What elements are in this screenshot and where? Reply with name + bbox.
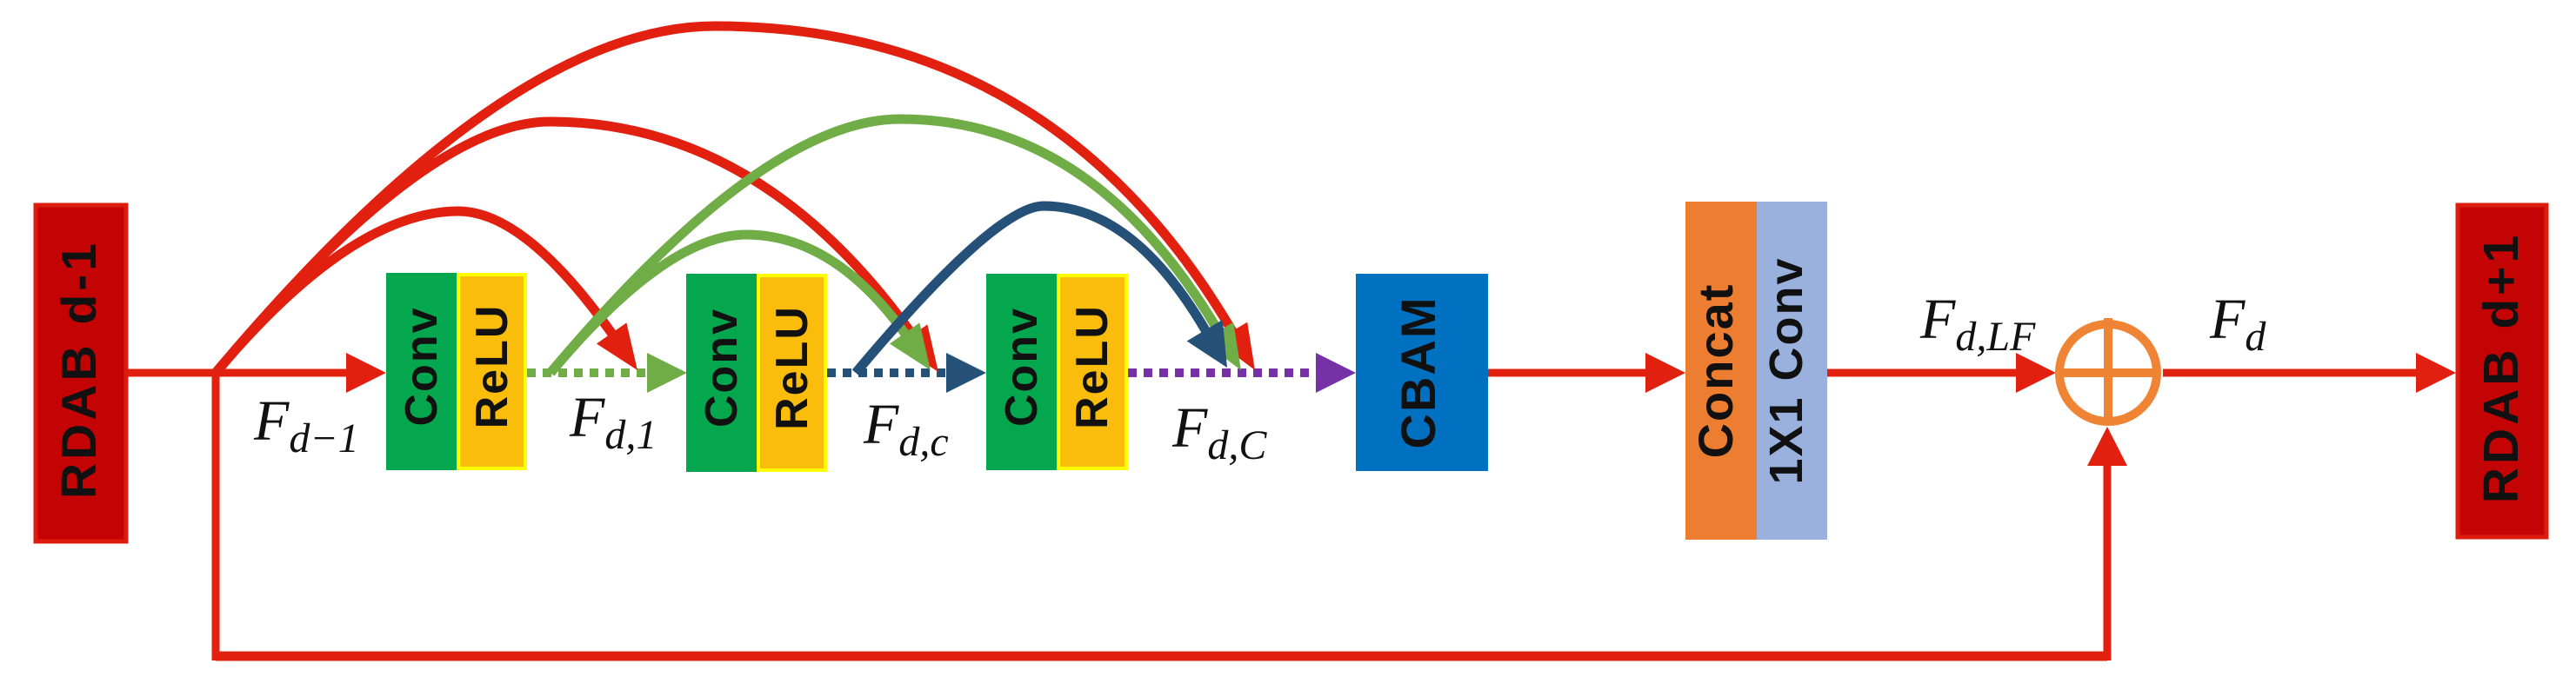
svg-text:ReLU: ReLU: [467, 304, 517, 429]
svg-text:ReLU: ReLU: [767, 305, 818, 430]
svg-text:Concat: Concat: [1688, 283, 1743, 459]
svg-text:Conv: Conv: [697, 308, 747, 428]
svg-text:ReLU: ReLU: [1067, 304, 1118, 429]
svg-text:RDAB d+1: RDAB d+1: [2473, 232, 2529, 503]
svg-text:Conv: Conv: [397, 307, 447, 427]
svg-text:RDAB d-1: RDAB d-1: [51, 240, 107, 499]
svg-text:1X1 Conv: 1X1 Conv: [1760, 256, 1812, 484]
svg-text:Conv: Conv: [997, 307, 1047, 427]
svg-text:CBAM: CBAM: [1391, 296, 1445, 449]
